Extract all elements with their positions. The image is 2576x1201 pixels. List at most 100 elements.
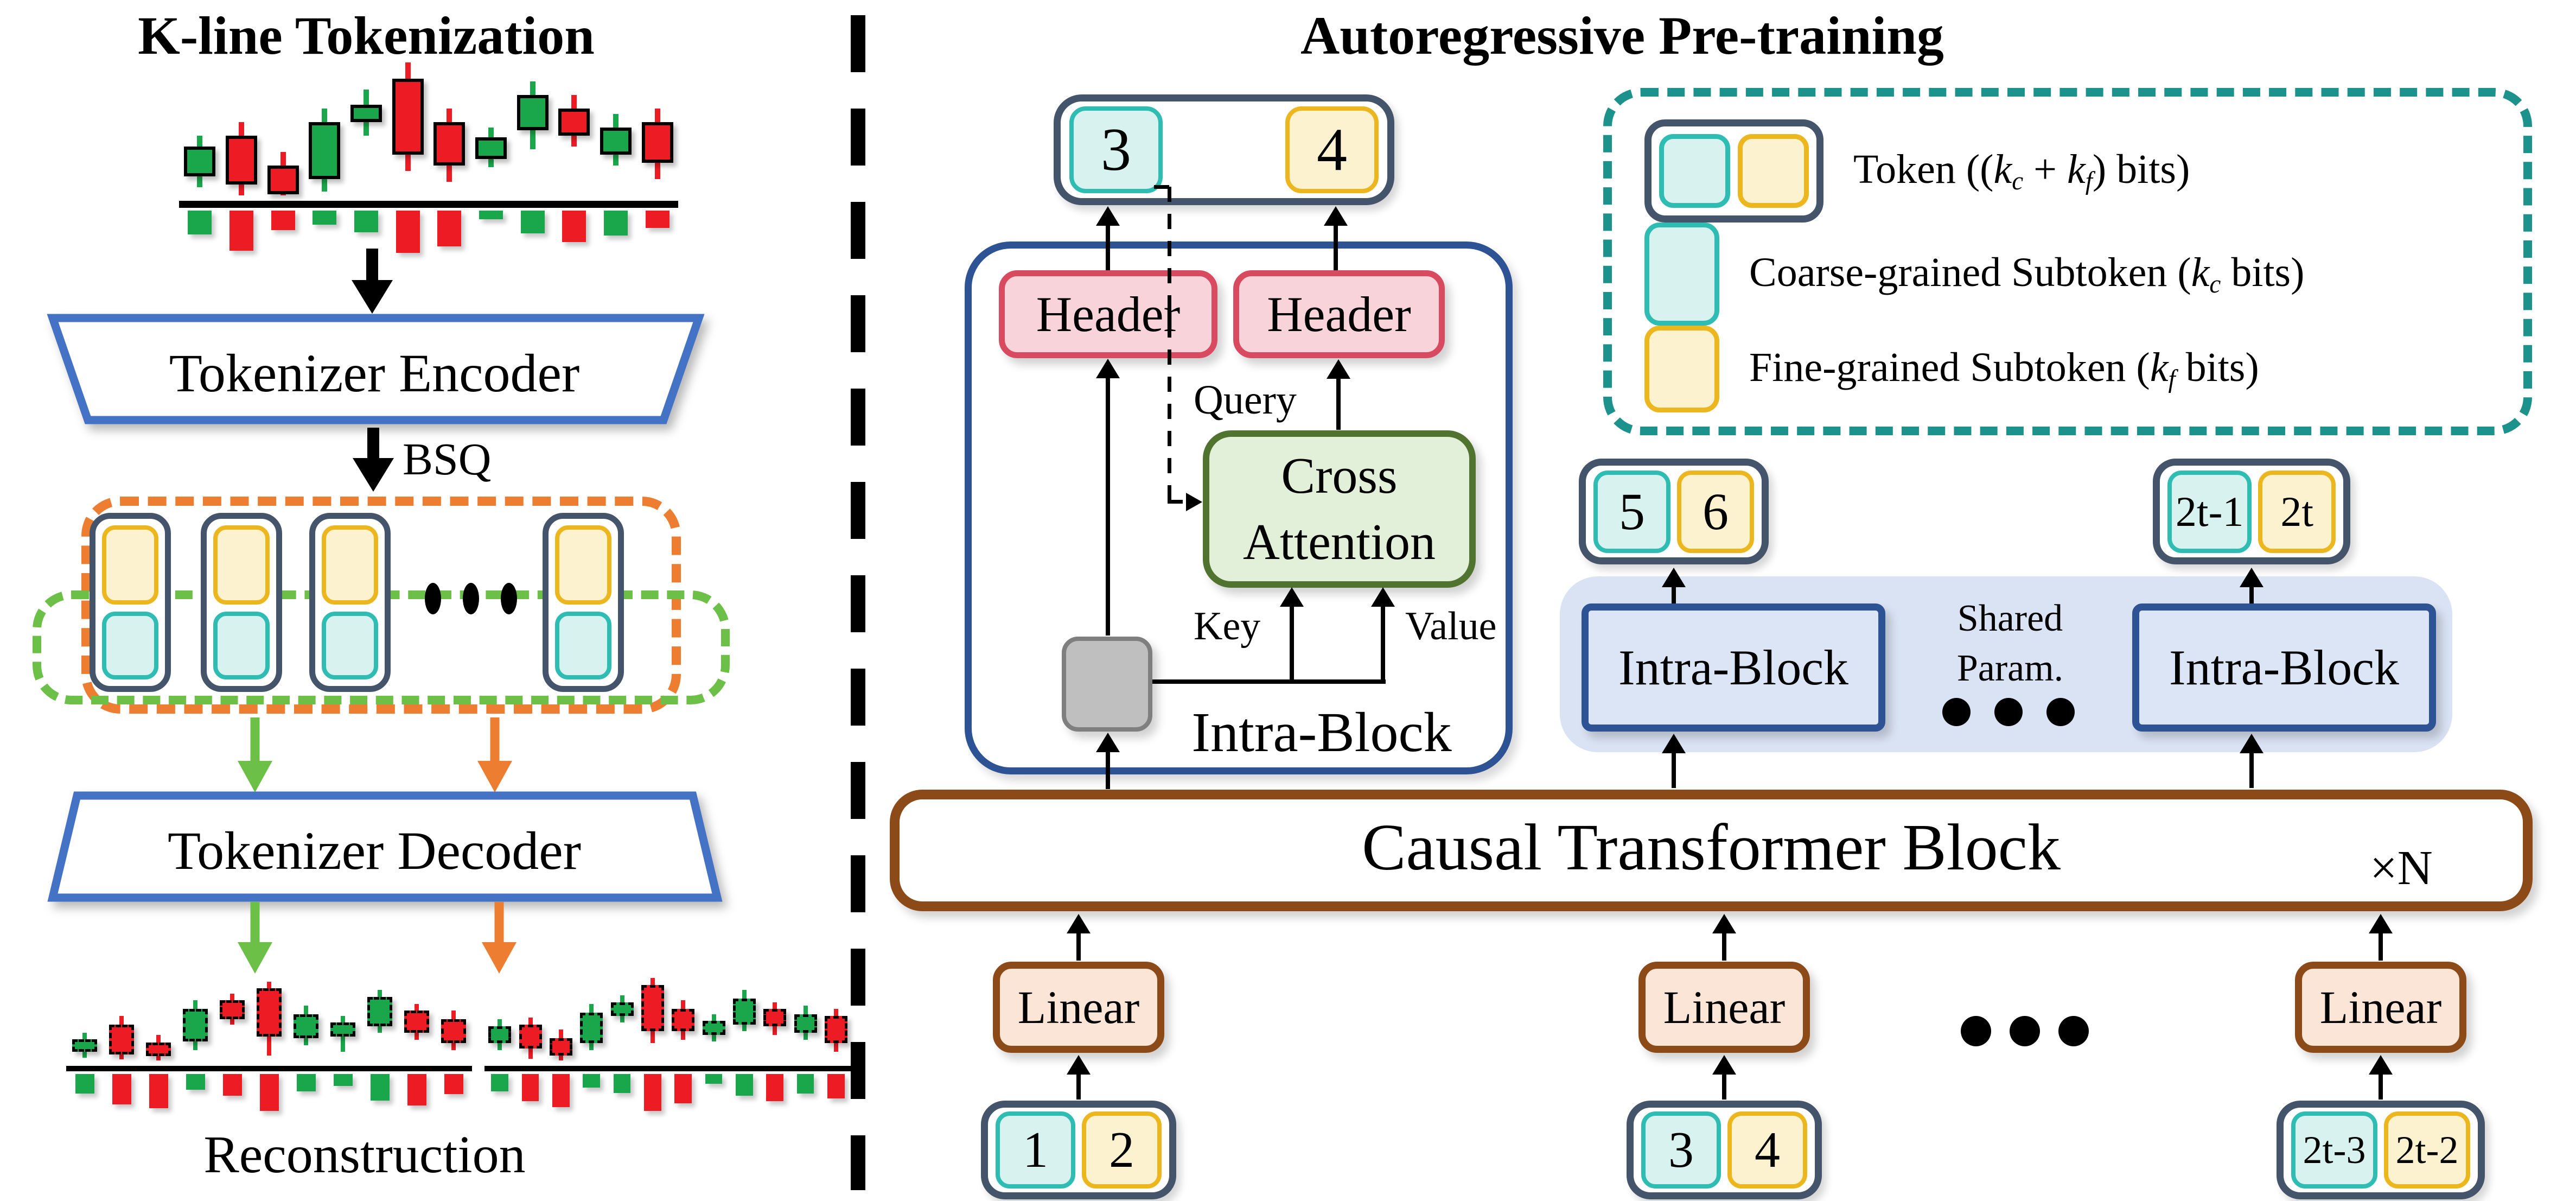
green-down-arrow-icon bbox=[238, 717, 272, 792]
fine-subtoken-label: 6 bbox=[1703, 482, 1729, 541]
linear-to-causal-arrow-icon bbox=[1708, 914, 1740, 961]
query-dashed-line bbox=[1154, 185, 1171, 189]
legend-row-token: Token ((kc + kf) bits) bbox=[1644, 119, 2491, 223]
fine-subtoken-label: 2t-2 bbox=[2395, 1128, 2459, 1172]
linear-to-causal-arrow-icon bbox=[1062, 914, 1095, 961]
coarse-subtoken: 5 bbox=[1593, 470, 1670, 553]
ellipsis-icon bbox=[2046, 698, 2075, 726]
fine-subtoken: 4 bbox=[1285, 106, 1379, 193]
legend-math-k: k bbox=[1993, 147, 2012, 193]
kline-token bbox=[309, 513, 391, 692]
fine-subtoken-icon bbox=[1738, 134, 1809, 208]
legend-math-k: k bbox=[2067, 147, 2086, 193]
fine-subtoken-icon bbox=[322, 525, 378, 605]
legend-row-fine: Fine-grained Subtoken (kf bits) bbox=[1644, 326, 2491, 412]
fine-subtoken-label: 2t bbox=[2280, 487, 2313, 535]
legend-box: Token ((kc + kf) bits) Coarse-grained Su… bbox=[1603, 88, 2532, 435]
coarse-subtoken-label: 3 bbox=[1668, 1122, 1694, 1178]
kline-token bbox=[543, 513, 624, 692]
fine-subtoken: 4 bbox=[1727, 1111, 1807, 1189]
ellipsis-icon bbox=[425, 583, 441, 614]
fine-subtoken-icon bbox=[102, 525, 158, 605]
bsq-arrow-icon bbox=[353, 428, 394, 492]
fine-subtoken-icon bbox=[555, 525, 611, 605]
coarse-subtoken-label: 2t-3 bbox=[2303, 1128, 2366, 1172]
legend-fine-label: Fine-grained Subtoken (kf bits) bbox=[1749, 344, 2259, 394]
cross-attention-line2: Attention bbox=[1242, 514, 1436, 570]
ellipsis-icon bbox=[2058, 1016, 2089, 1046]
linear-label: Linear bbox=[1017, 981, 1140, 1033]
token-pair: 2t-1 2t bbox=[2153, 459, 2350, 564]
legend-text: Token (( bbox=[1853, 147, 1994, 193]
bsq-label: BSQ bbox=[403, 434, 492, 485]
linear-label: Linear bbox=[2319, 981, 2442, 1033]
fine-subtoken: 2t bbox=[2258, 470, 2336, 553]
tokenizer-encoder-shape bbox=[47, 314, 705, 424]
fine-subtoken-label: 4 bbox=[1755, 1122, 1780, 1178]
legend-math-k: k bbox=[2150, 345, 2169, 391]
legend-text: Coarse-grained Subtoken ( bbox=[1749, 250, 2191, 296]
query-dashed-arrowhead-icon bbox=[1186, 493, 1202, 511]
query-dashed-line bbox=[1168, 500, 1187, 504]
query-dashed-line bbox=[1168, 187, 1171, 500]
orange-down-arrow-icon bbox=[482, 902, 517, 974]
legend-math-k: k bbox=[2191, 250, 2210, 296]
linear-box: Linear bbox=[993, 962, 1164, 1053]
tokenizer-decoder-label: Tokenizer Decoder bbox=[167, 821, 581, 881]
input-token-pair: 1 2 bbox=[981, 1101, 1176, 1199]
legend-text: Fine-grained Subtoken ( bbox=[1749, 345, 2150, 391]
linear-box: Linear bbox=[1638, 962, 1810, 1053]
reconstructed-kline-chart-icon bbox=[484, 975, 851, 1122]
shared-param-line1: Shared bbox=[1957, 598, 2063, 639]
header-to-coarse-arrow-icon bbox=[1092, 206, 1124, 270]
coarse-subtoken: 1 bbox=[996, 1111, 1075, 1189]
causal-transformer-label: Causal Transformer Block bbox=[1362, 811, 2061, 884]
orange-down-arrow-icon bbox=[477, 717, 512, 792]
header-box-coarse: Header bbox=[999, 270, 1217, 358]
coarse-subtoken: 2t-1 bbox=[2167, 470, 2252, 553]
coarse-subtoken-icon bbox=[322, 612, 378, 679]
intra-block-box: Intra-Block bbox=[1582, 603, 1885, 732]
causal-transformer-block bbox=[890, 790, 2533, 911]
fine-subtoken-label: 4 bbox=[1317, 116, 1347, 183]
legend-math-sub: c bbox=[2209, 270, 2221, 298]
header-to-fine-arrow-icon bbox=[1319, 206, 1352, 270]
token-sequence-dashed-box bbox=[81, 497, 681, 714]
coarse-subtoken: 3 bbox=[1069, 106, 1163, 193]
key-label: Key bbox=[1194, 604, 1261, 649]
value-label: Value bbox=[1405, 604, 1497, 649]
times-n-label: ×N bbox=[2370, 841, 2433, 895]
kline-token bbox=[201, 513, 282, 692]
legend-math-sub: f bbox=[2168, 365, 2176, 393]
ellipsis-icon bbox=[1961, 1016, 1991, 1046]
legend-math-sub: f bbox=[2085, 167, 2093, 195]
intra-block-label: Intra-Block bbox=[1618, 640, 1849, 695]
fine-subtoken-label: 2 bbox=[1109, 1122, 1134, 1178]
cross-attention-output-arrow-icon bbox=[1322, 359, 1355, 430]
ellipsis-icon bbox=[463, 583, 479, 614]
linear-to-causal-arrow-icon bbox=[2364, 914, 2397, 961]
token-to-linear-arrow-icon bbox=[1708, 1055, 1740, 1100]
coarse-subtoken: 3 bbox=[1641, 1111, 1721, 1189]
kline-token bbox=[90, 513, 171, 692]
right-panel-title: Autoregressive Pre-training bbox=[1300, 5, 1944, 66]
fine-subtoken-icon bbox=[1644, 326, 1719, 412]
tokenizer-encoder-label: Tokenizer Encoder bbox=[169, 343, 580, 403]
linear-box: Linear bbox=[2295, 962, 2466, 1053]
coarse-subtoken-label: 2t-1 bbox=[2175, 487, 2244, 535]
header-box-fine: Header bbox=[1233, 270, 1445, 358]
fine-subtoken: 2t-2 bbox=[2384, 1111, 2470, 1189]
intra-to-token-arrow-icon bbox=[2235, 568, 2268, 603]
token-to-linear-arrow-icon bbox=[1062, 1055, 1095, 1100]
coarse-subtoken-icon bbox=[555, 612, 611, 679]
causal-to-embedding-arrow-icon bbox=[1092, 733, 1124, 789]
header-label: Header bbox=[1267, 287, 1411, 342]
query-label: Query bbox=[1194, 377, 1297, 423]
intra-block-label: Intra-Block bbox=[2169, 640, 2400, 695]
fine-subtoken-icon bbox=[213, 525, 270, 605]
kline-chart-icon bbox=[179, 60, 678, 262]
down-arrow-icon bbox=[352, 249, 393, 314]
fine-subtoken: 6 bbox=[1677, 470, 1754, 553]
fine-subtoken: 2 bbox=[1082, 1111, 1162, 1189]
